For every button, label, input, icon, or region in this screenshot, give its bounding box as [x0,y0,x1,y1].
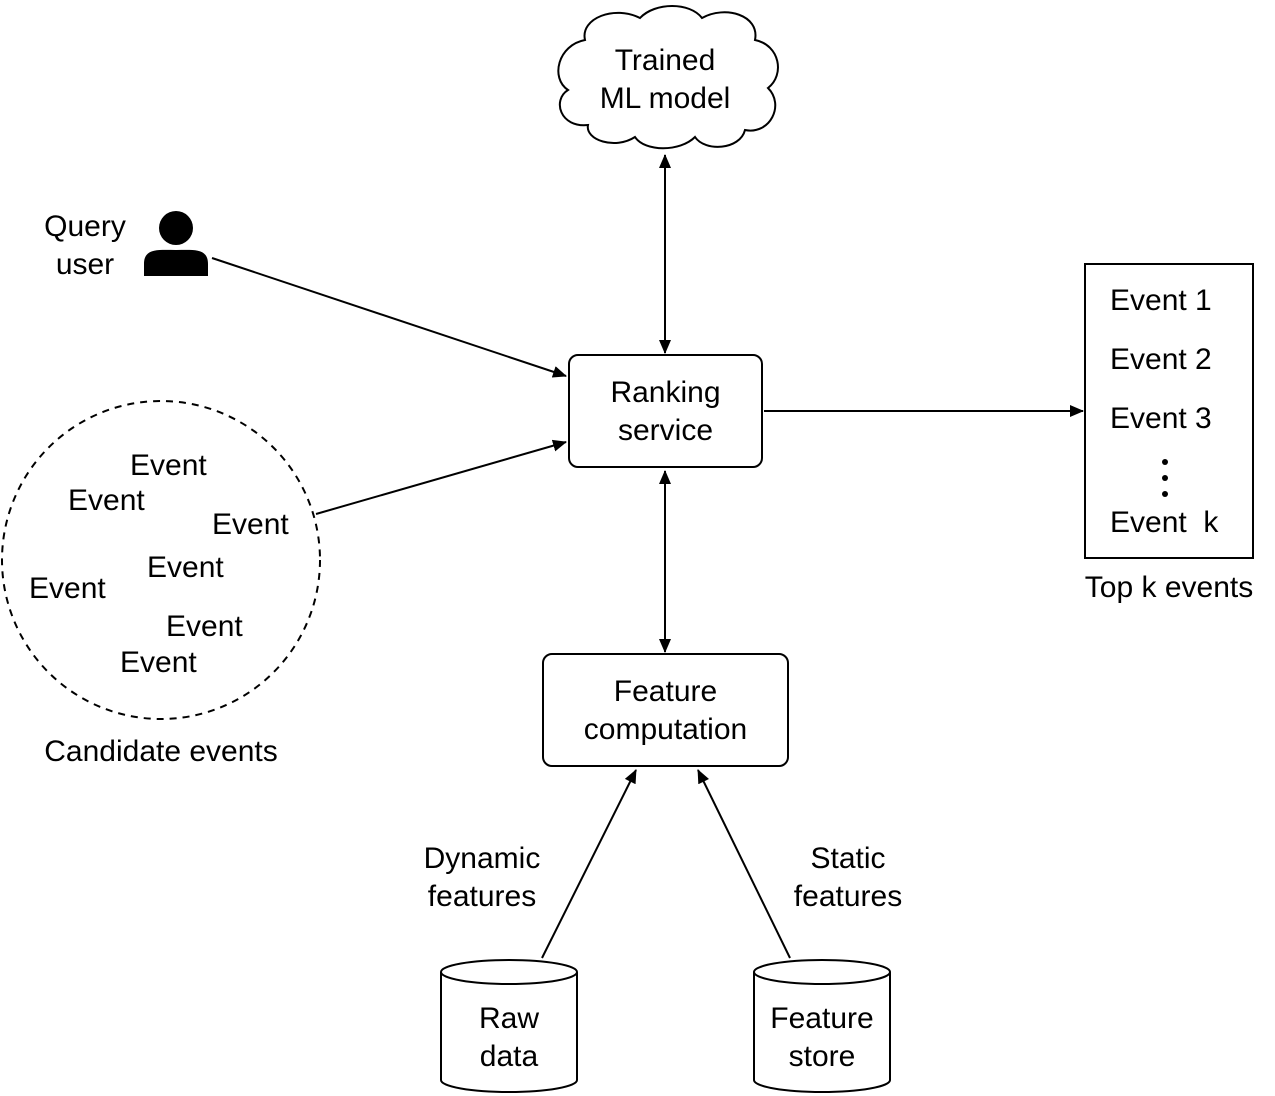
top-event-item: Event 1 [1110,284,1212,317]
vertical-ellipsis-icon [1162,459,1168,497]
feature-store-line1: Feature [770,1002,874,1035]
dynamic-features-line1: Dynamic [423,842,541,875]
candidate-events-caption: Candidate events [44,735,278,768]
feature-computation-line1: Feature [613,675,718,708]
raw-data-cylinder [440,959,578,1093]
static-features-label: Static features [768,840,928,916]
candidate-event: Event [147,551,224,584]
arrow-user-ranking [211,257,567,378]
candidate-event: Event [29,572,106,605]
top-event-item: Event 3 [1110,402,1212,435]
ranking-service-line1: Ranking [610,376,721,409]
top-events-box [1084,263,1254,559]
query-user-label: Query user [30,208,140,284]
query-user-line2: user [55,248,115,281]
ranking-service-line2: service [617,414,714,447]
cloud-shape [557,5,779,150]
trained-model-label: Trained ML model [565,42,765,118]
arrow-candidates-ranking [315,439,567,515]
ranking-service-label: Ranking service [569,374,762,450]
static-features-line2: features [793,880,903,913]
dynamic-features-line2: features [427,880,537,913]
dynamic-features-label: Dynamic features [402,840,562,916]
candidate-event: Event [212,508,289,541]
arrow-raw-data-feature-computation [541,769,637,959]
static-features-line1: Static [810,842,886,875]
candidate-event: Event [68,484,145,517]
ranking-service-box [568,354,763,468]
top-event-item-last: Event k [1110,506,1219,539]
feature-store-label: Feature store [754,1000,890,1076]
top-events-caption: Top k events [1084,571,1254,604]
trained-model-line1: Trained [614,44,716,77]
raw-data-label: Raw data [441,1000,577,1076]
user-icon [144,211,208,276]
feature-computation-box [542,653,789,767]
raw-data-line1: Raw [478,1002,539,1035]
candidate-event: Event [120,646,197,679]
feature-store-cylinder [753,959,891,1093]
arrow-feature-store-feature-computation [697,769,791,959]
feature-computation-line2: computation [583,713,748,746]
trained-model-line2: ML model [599,82,731,115]
candidate-events-circle [1,400,321,720]
top-event-item: Event 2 [1110,343,1212,376]
candidate-event: Event [130,449,207,482]
query-user-line1: Query [44,210,126,243]
feature-computation-label: Feature computation [543,673,788,749]
raw-data-line2: data [479,1040,539,1073]
feature-store-line2: store [788,1040,856,1073]
candidate-event: Event [166,610,243,643]
